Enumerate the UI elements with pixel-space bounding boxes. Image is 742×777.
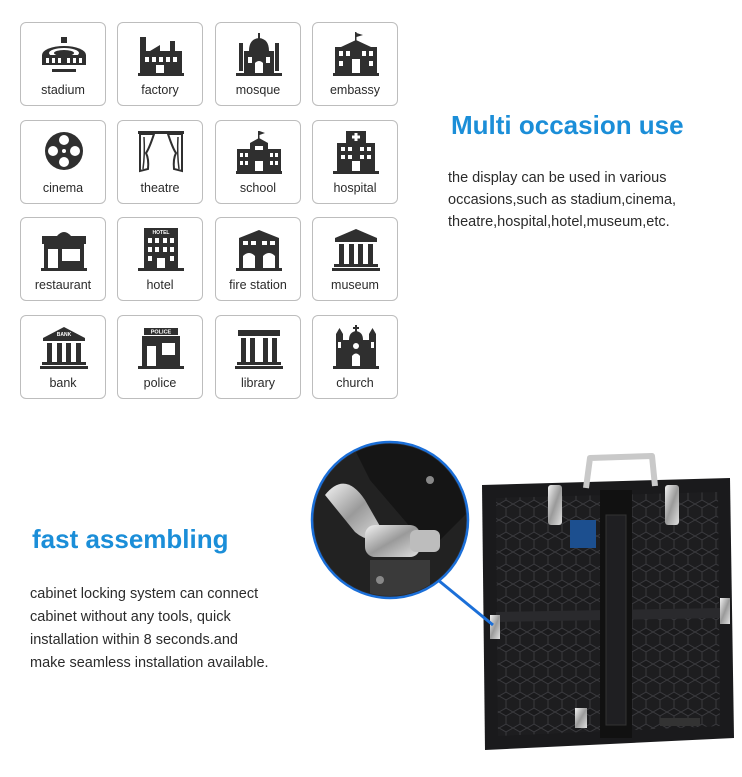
description-line: cabinet locking system can connect bbox=[30, 586, 259, 602]
hotel-sign-text: HOTEL bbox=[153, 230, 170, 236]
multi-occasion-description: the display can be used in various occas… bbox=[448, 167, 733, 233]
hospital-icon bbox=[333, 131, 379, 174]
lock-closeup bbox=[310, 440, 470, 600]
occasion-label: church bbox=[336, 376, 374, 390]
occasion-label: theatre bbox=[140, 181, 180, 195]
occasion-label: library bbox=[240, 376, 276, 390]
fire-station-icon bbox=[236, 230, 282, 271]
museum-icon bbox=[332, 229, 380, 271]
led-cabinet bbox=[482, 453, 734, 750]
occasion-icon-grid: stadium factory mosque bbox=[20, 22, 398, 399]
occasion-label: cinema bbox=[42, 181, 84, 195]
church-icon bbox=[333, 325, 379, 369]
occasion-label: museum bbox=[331, 278, 379, 292]
occasion-label: stadium bbox=[41, 83, 85, 97]
occasion-label: fire station bbox=[229, 278, 287, 292]
description-line: cabinet without any tools, quick bbox=[30, 609, 231, 625]
occasion-tile-police: POLICE police bbox=[117, 315, 203, 399]
school-icon bbox=[236, 131, 282, 174]
occasion-label: factory bbox=[141, 83, 179, 97]
fast-assembling-heading: fast assembling bbox=[32, 524, 229, 554]
description-line: the display can be used in various bbox=[448, 170, 667, 186]
theatre-curtain-icon bbox=[138, 131, 184, 173]
bank-icon: BANK bbox=[40, 327, 88, 369]
description-line: make seamless installation available. bbox=[30, 655, 269, 671]
occasion-tile-hospital: hospital bbox=[312, 120, 398, 204]
occasion-tile-theatre: theatre bbox=[117, 120, 203, 204]
library-icon bbox=[235, 330, 283, 369]
occasion-tile-cinema: cinema bbox=[20, 120, 106, 204]
cabinet-handle bbox=[583, 453, 658, 489]
occasion-label: school bbox=[239, 181, 277, 195]
occasion-tile-restaurant: restaurant bbox=[20, 217, 106, 301]
film-reel-icon bbox=[45, 132, 83, 170]
bank-sign-text: BANK bbox=[57, 332, 72, 338]
police-sign-text: POLICE bbox=[151, 330, 172, 336]
occasion-label: police bbox=[143, 376, 177, 390]
occasion-tile-library: library bbox=[215, 315, 301, 399]
fast-assembling-description: cabinet locking system can connect cabin… bbox=[30, 583, 330, 675]
occasion-label: mosque bbox=[235, 83, 281, 97]
factory-icon bbox=[138, 37, 184, 76]
occasion-tile-fire-station: fire station bbox=[215, 217, 301, 301]
description-line: theatre,hospital,hotel,museum,etc. bbox=[448, 214, 670, 230]
occasion-label: hotel bbox=[146, 278, 174, 292]
occasion-tile-school: school bbox=[215, 120, 301, 204]
occasion-label: restaurant bbox=[34, 278, 92, 292]
occasion-label: bank bbox=[49, 376, 77, 390]
power-connector-icon bbox=[570, 520, 596, 548]
occasion-tile-mosque: mosque bbox=[215, 22, 301, 106]
hotel-icon: HOTEL bbox=[138, 228, 184, 271]
restaurant-icon bbox=[41, 232, 87, 271]
embassy-icon bbox=[333, 32, 379, 76]
police-icon: POLICE bbox=[138, 328, 184, 369]
occasion-tile-bank: BANK bank bbox=[20, 315, 106, 399]
occasion-tile-factory: factory bbox=[117, 22, 203, 106]
occasion-tile-museum: museum bbox=[312, 217, 398, 301]
description-line: occasions,such as stadium,cinema, bbox=[448, 192, 677, 208]
occasion-tile-hotel: HOTEL hotel bbox=[117, 217, 203, 301]
description-line: installation within 8 seconds.and bbox=[30, 632, 238, 648]
occasion-tile-church: church bbox=[312, 315, 398, 399]
occasion-label: hospital bbox=[333, 181, 377, 195]
occasion-tile-stadium: stadium bbox=[20, 22, 106, 106]
callout-pointer bbox=[437, 578, 494, 627]
stadium-icon bbox=[42, 37, 86, 72]
mosque-icon bbox=[236, 33, 282, 76]
occasion-tile-embassy: embassy bbox=[312, 22, 398, 106]
led-cabinet-photo bbox=[310, 440, 734, 750]
occasion-label: embassy bbox=[329, 83, 381, 97]
multi-occasion-heading: Multi occasion use bbox=[451, 110, 684, 140]
